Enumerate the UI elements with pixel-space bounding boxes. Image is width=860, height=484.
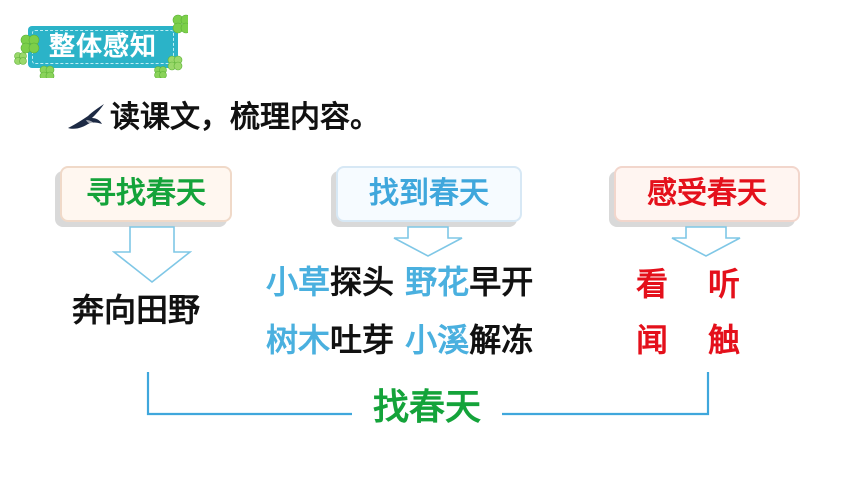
heading-feel-spring: 感受春天 <box>614 166 800 222</box>
found-row-2: 树木吐芽 小溪解冻 <box>266 318 533 362</box>
found-verb: 吐芽 <box>330 321 395 359</box>
heading-seek-spring: 寻找春天 <box>60 166 232 222</box>
seek-content: 奔向田野 <box>72 291 201 329</box>
summary-text: 找春天 <box>352 384 502 432</box>
found-subject: 小草 <box>266 263 331 301</box>
sense-hear: 听 <box>708 265 741 303</box>
clover-icon <box>172 14 188 34</box>
down-arrow-icon <box>112 226 192 284</box>
down-arrow-icon <box>393 226 463 257</box>
found-subject: 树木 <box>266 321 331 359</box>
sense-smell: 闻 <box>636 321 669 359</box>
swallow-icon <box>68 104 104 129</box>
badge-title: 整体感知 <box>48 32 157 62</box>
sense-touch: 触 <box>708 321 741 359</box>
down-arrow-icon <box>671 226 741 257</box>
clover-decoration <box>14 14 188 78</box>
found-verb: 早开 <box>469 263 534 301</box>
clover-icon <box>20 34 40 54</box>
instruction-text: 读课文，梳理内容。 <box>110 100 380 135</box>
clover-icon <box>154 66 167 78</box>
clover-icon <box>14 52 27 65</box>
found-row-1: 小草探头 野花早开 <box>266 260 533 304</box>
found-subject: 小溪 <box>405 321 470 359</box>
section-badge: 整体感知 <box>12 14 188 78</box>
clover-icon <box>167 55 183 71</box>
found-verb: 探头 <box>330 263 395 301</box>
found-subject: 野花 <box>405 263 470 301</box>
sense-see: 看 <box>636 265 669 303</box>
found-verb: 解冻 <box>469 321 534 359</box>
clover-icon <box>39 65 55 78</box>
badge-plate <box>28 26 178 68</box>
heading-found-spring: 找到春天 <box>336 166 522 222</box>
